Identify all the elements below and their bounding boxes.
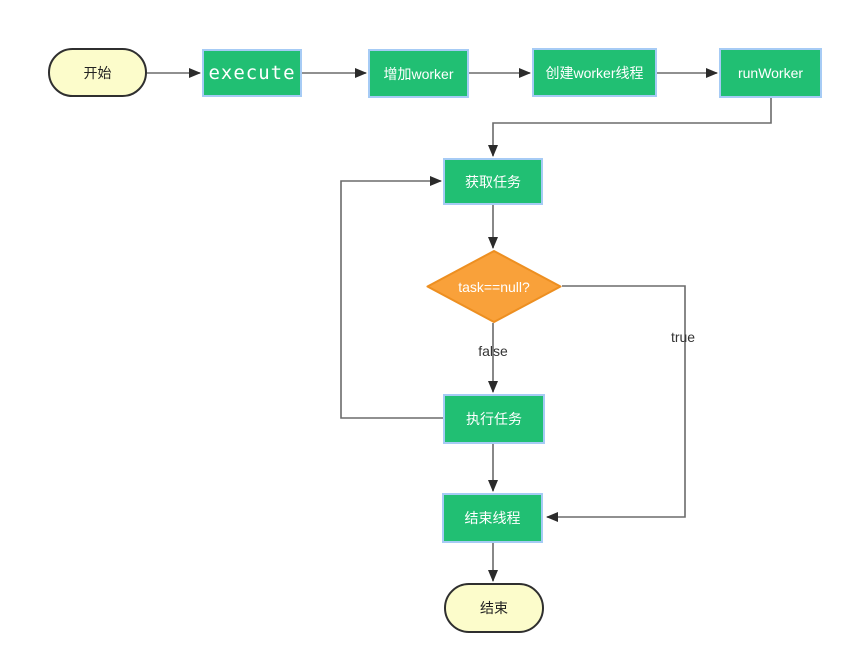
end-thread-node-label: 结束线程 [464,510,521,526]
end-node[interactable]: 结束 [444,583,544,633]
edge-run-worker-to-get-task [488,98,772,157]
execute-node[interactable]: execute [202,49,302,97]
execute-task-node-label: 执行任务 [466,411,522,427]
execute-task-node[interactable]: 执行任务 [443,394,545,444]
create-worker-thread-node-label: 创建worker线程 [545,64,644,81]
add-worker-node-label: 增加worker [383,65,454,82]
add-worker-node[interactable]: 增加worker [368,49,469,98]
true-branch-label: true [670,329,696,345]
end-node-label: 结束 [480,600,508,616]
task-null-decision-label: task==null? [458,278,530,295]
run-worker-node[interactable]: runWorker [719,48,822,98]
task-null-decision-node[interactable]: task==null? [426,250,562,323]
start-node[interactable]: 开始 [48,48,147,97]
end-thread-node[interactable]: 结束线程 [442,493,543,543]
edge-decision-true-to-end-thread [546,285,686,522]
start-node-label: 开始 [83,64,112,81]
create-worker-thread-node[interactable]: 创建worker线程 [532,48,657,97]
decision-diamond-shape [426,250,562,323]
execute-node-label: execute [208,62,296,84]
false-branch-label: false [478,343,508,359]
edge-loop-execute-task-to-get-task [340,176,443,419]
get-task-node-label: 获取任务 [465,173,521,190]
run-worker-node-label: runWorker [737,65,804,81]
get-task-node[interactable]: 获取任务 [443,158,543,205]
